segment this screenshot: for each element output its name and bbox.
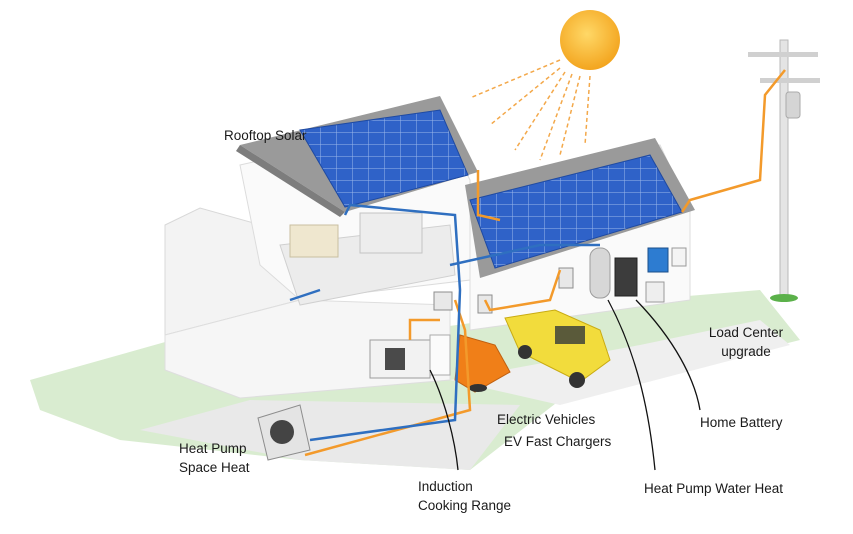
garage [465, 138, 695, 331]
induction-line2: Cooking Range [418, 498, 512, 513]
load-center-line2: upgrade [721, 344, 771, 359]
rooftop-solar-label: Rooftop Solar [224, 128, 307, 143]
wiring-blue [289, 203, 600, 442]
load-center-label: Load Center upgrade [696, 323, 796, 361]
heat-pump-water-heat-label: Heat Pump Water Heat [644, 481, 784, 496]
utility-pole [748, 39, 820, 302]
induction-range [369, 334, 451, 379]
induction-cooking-range-label: Induction Cooking Range [418, 477, 511, 515]
heat-pump-unit [257, 404, 311, 461]
heat-pump-line1: Heat Pump [179, 441, 247, 456]
electric-vehicles-label: Electric Vehicles [497, 412, 596, 427]
heat-pump-line2: Space Heat [179, 460, 250, 475]
induction-line1: Induction [418, 479, 473, 494]
sun-icon [469, 10, 620, 161]
wiring-orange [304, 69, 786, 457]
electric-truck [504, 309, 611, 388]
home-battery-label: Home Battery [700, 415, 783, 430]
callout-lines [429, 299, 701, 471]
ev-fast-chargers-label: EV Fast Chargers [504, 434, 612, 449]
heat-pump-space-heat-label: Heat Pump Space Heat [179, 439, 250, 477]
load-center-line1: Load Center [708, 325, 784, 340]
